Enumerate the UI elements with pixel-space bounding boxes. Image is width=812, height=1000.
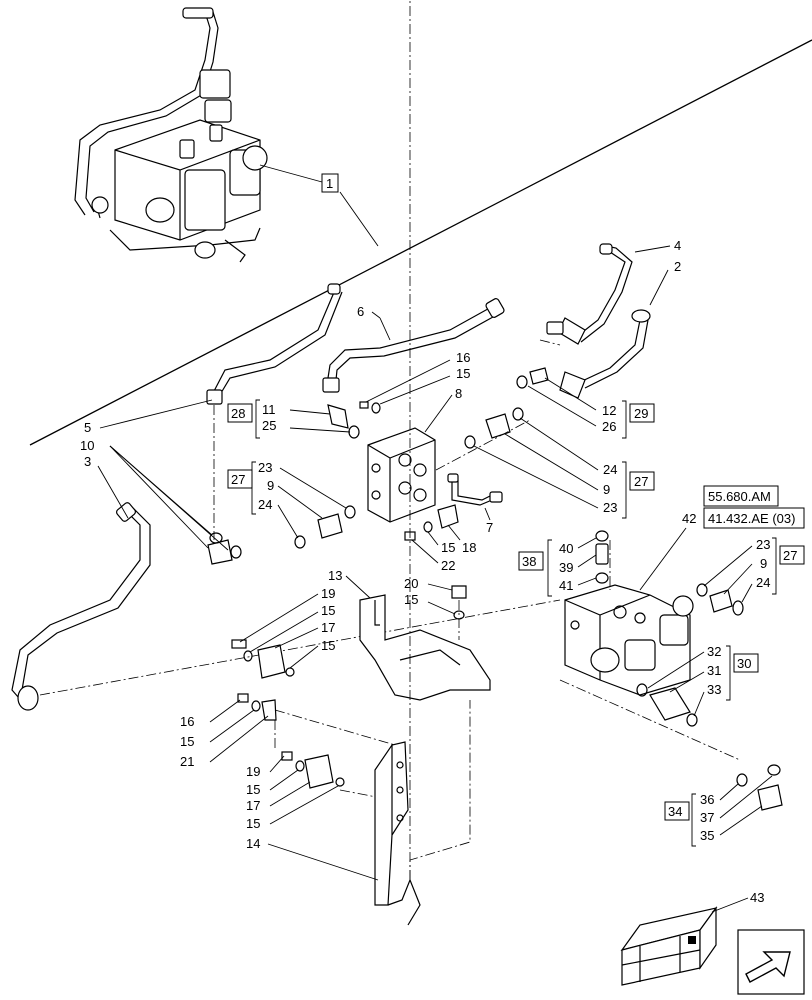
callout-43: 43 — [750, 890, 764, 905]
callout-29: 29 — [634, 406, 648, 421]
callout-34: 34 — [668, 804, 682, 819]
callout-15d: 15 — [321, 603, 335, 618]
valve-assembly-illustration — [74, 7, 268, 263]
callout-8: 8 — [455, 386, 462, 401]
callout-20: 20 — [404, 576, 418, 591]
callout-21: 21 — [180, 754, 194, 769]
callout-22: 22 — [441, 558, 455, 573]
callout-2: 2 — [674, 259, 681, 274]
callout-30: 30 — [737, 656, 751, 671]
next-page-arrow-icon[interactable] — [737, 929, 805, 995]
callout-28: 28 — [231, 406, 245, 421]
callout-17a: 17 — [321, 620, 335, 635]
callout-40: 40 — [559, 541, 573, 556]
callout-25: 25 — [262, 418, 276, 433]
callout-14: 14 — [246, 836, 260, 851]
callout-5: 5 — [84, 420, 91, 435]
callout-19a: 19 — [321, 586, 335, 601]
callout-9a: 9 — [603, 482, 610, 497]
callout-18: 18 — [462, 540, 476, 555]
callout-15e: 15 — [321, 638, 335, 653]
callout-11: 11 — [262, 402, 276, 417]
callout-9c: 9 — [760, 556, 767, 571]
callout-15h: 15 — [246, 816, 260, 831]
callout-13: 13 — [328, 568, 342, 583]
callout-7: 7 — [486, 520, 493, 535]
callout-24a: 24 — [603, 462, 617, 477]
callout-41: 41 — [559, 578, 573, 593]
callout-23b: 23 — [258, 460, 272, 475]
callout-31: 31 — [707, 663, 721, 678]
callout-27c: 27 — [783, 548, 797, 563]
callout-27a: 27 — [634, 474, 648, 489]
callout-1: 1 — [326, 176, 333, 191]
callout-15a: 15 — [456, 366, 470, 381]
section-divider-line — [29, 39, 812, 446]
callout-26: 26 — [602, 419, 616, 434]
callout-38: 38 — [522, 554, 536, 569]
parts-kit-crate-icon — [620, 906, 718, 986]
callout-15f: 15 — [180, 734, 194, 749]
callout-17b: 17 — [246, 798, 260, 813]
callout-19b: 19 — [246, 764, 260, 779]
callout-36: 36 — [700, 792, 714, 807]
callout-35: 35 — [700, 828, 714, 843]
callout-6: 6 — [357, 304, 364, 319]
callout-3: 3 — [84, 454, 91, 469]
callout-24c: 24 — [756, 575, 770, 590]
callout-33: 33 — [707, 682, 721, 697]
callout-15c: 15 — [404, 592, 418, 607]
callout-12: 12 — [602, 403, 616, 418]
callout-16a: 16 — [456, 350, 470, 365]
callout-39: 39 — [559, 560, 573, 575]
reference-41-432-ae: 41.432.AE (03) — [708, 511, 795, 526]
callout-10: 10 — [80, 438, 94, 453]
callout-23a: 23 — [603, 500, 617, 515]
callout-37: 37 — [700, 810, 714, 825]
callout-15g: 15 — [246, 782, 260, 797]
callout-27b: 27 — [231, 472, 245, 487]
callout-23c: 23 — [756, 537, 770, 552]
callout-42: 42 — [682, 511, 696, 526]
callout-32: 32 — [707, 644, 721, 659]
callout-4: 4 — [674, 238, 681, 253]
callout-15b: 15 — [441, 540, 455, 555]
callout-24b: 24 — [258, 497, 272, 512]
reference-55-680-am: 55.680.AM — [708, 489, 771, 504]
callout-16b: 16 — [180, 714, 194, 729]
callout-9b: 9 — [267, 478, 274, 493]
